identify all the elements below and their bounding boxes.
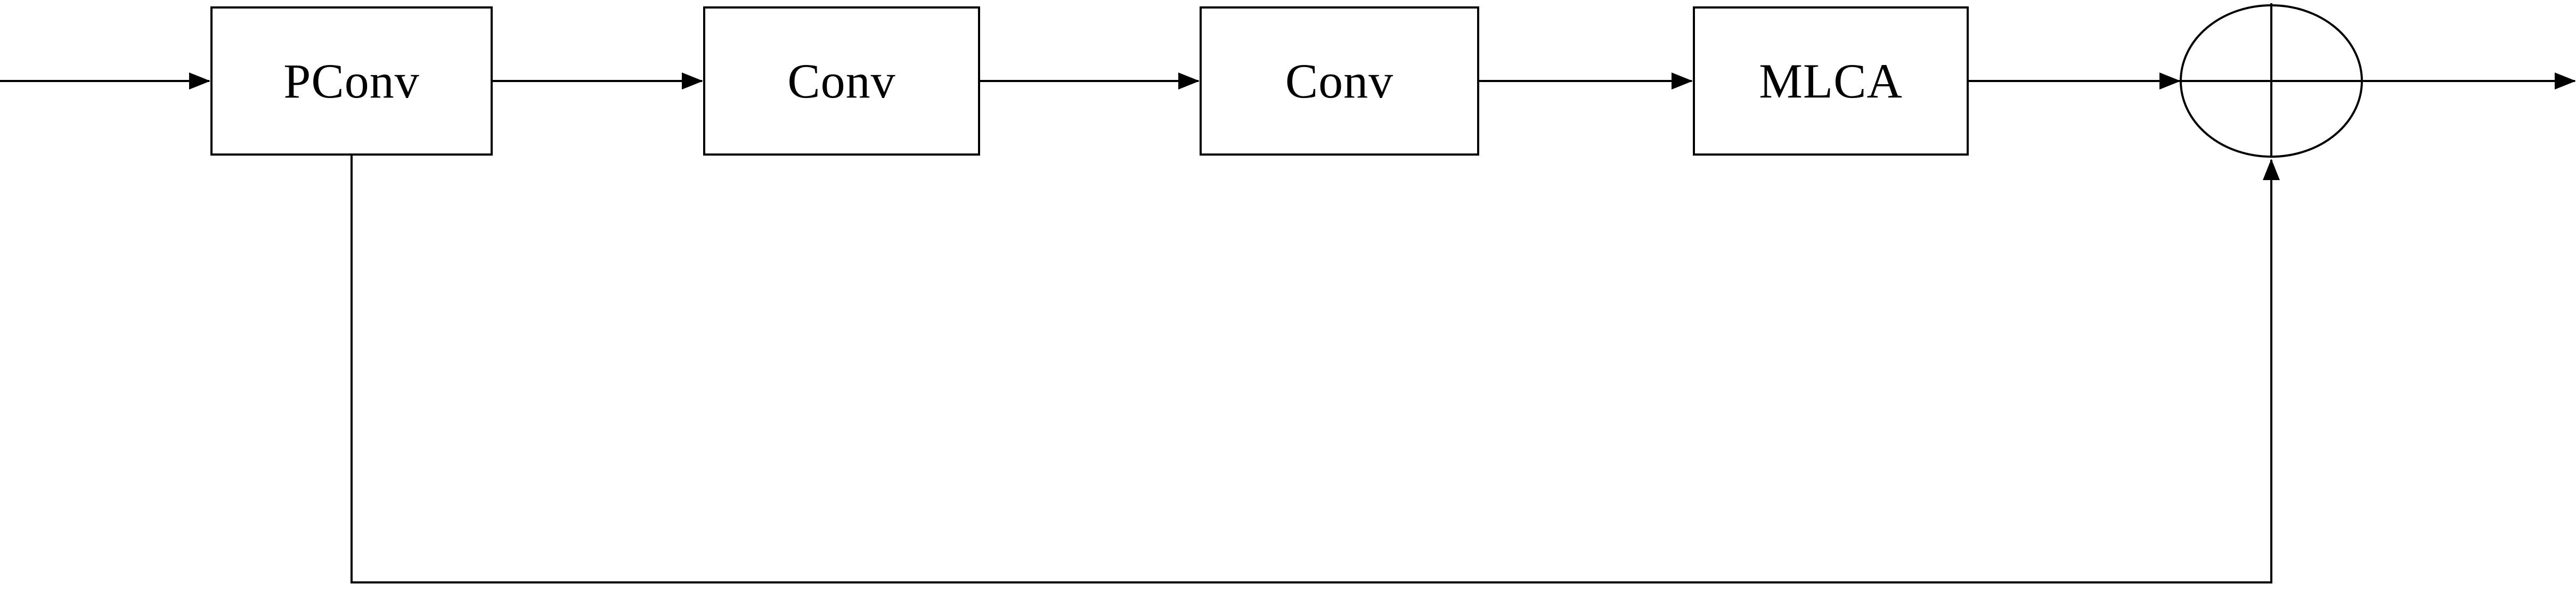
node-conv1-label: Conv — [787, 54, 896, 108]
node-pconv-label: PConv — [283, 54, 420, 108]
sum-node — [2180, 3, 2363, 158]
node-conv2: Conv — [1200, 6, 1479, 156]
edge-skip-pconv-to-sum — [350, 156, 2280, 583]
node-pconv: PConv — [210, 6, 493, 156]
node-conv1: Conv — [703, 6, 980, 156]
node-mlca: MLCA — [1693, 6, 1969, 156]
node-mlca-label: MLCA — [1759, 54, 1903, 108]
node-conv2-label: Conv — [1285, 54, 1394, 108]
